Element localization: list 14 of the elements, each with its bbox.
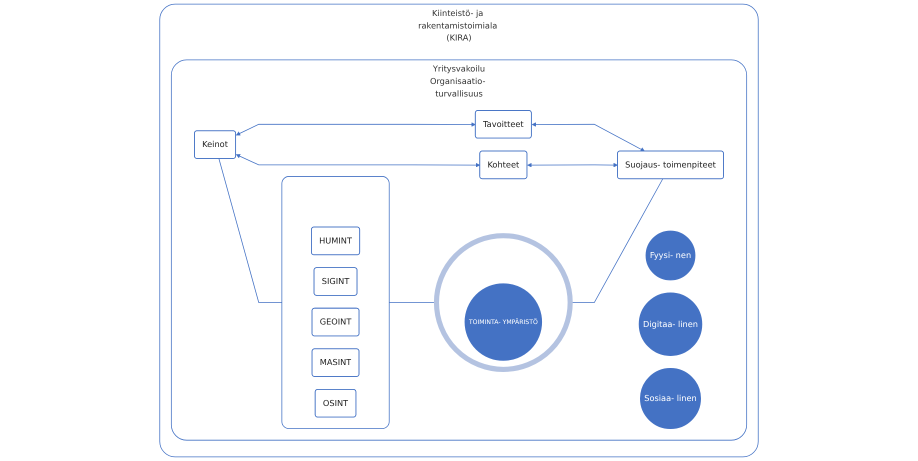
node-circle — [464, 283, 542, 361]
node-circle — [640, 368, 701, 430]
arrow — [236, 154, 480, 168]
cluster — [170, 59, 748, 441]
arrow — [527, 162, 618, 168]
connector — [570, 178, 664, 303]
node-circle — [646, 230, 696, 280]
node-circle — [638, 292, 702, 356]
cluster — [281, 176, 390, 430]
connector — [218, 158, 282, 303]
cluster — [434, 233, 573, 372]
connector — [388, 302, 436, 303]
arrow — [236, 122, 476, 136]
arrow — [532, 122, 645, 152]
